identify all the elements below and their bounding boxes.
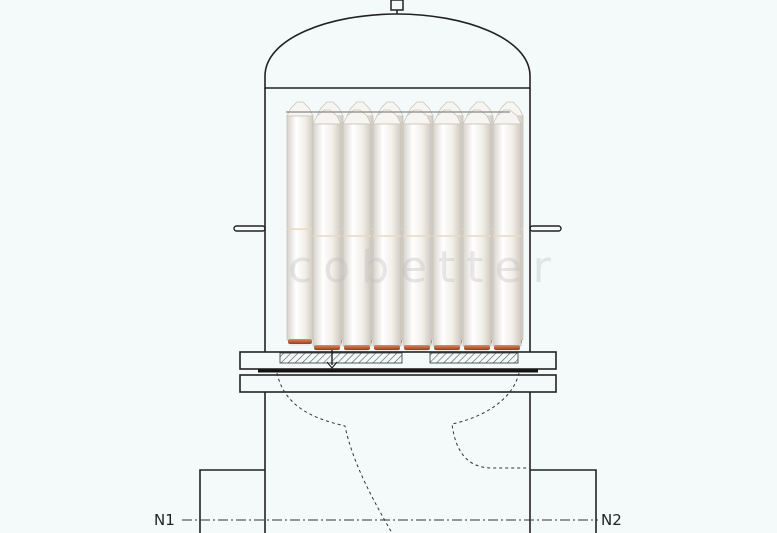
lifting-lug-left	[233, 225, 266, 232]
inlet-nozzle	[199, 469, 265, 533]
upper-shell	[264, 88, 531, 352]
filter-cartridge-front	[312, 109, 342, 352]
filter-cartridge-front	[342, 109, 372, 352]
dome-cover	[264, 13, 531, 89]
filter-cartridge-back	[286, 101, 314, 346]
lifting-lug-right	[529, 225, 562, 232]
tube-plate-flange	[239, 350, 557, 370]
watermark-text: cobetter	[288, 242, 562, 293]
inlet-label-n1: N1	[154, 511, 175, 529]
lower-shell	[264, 392, 531, 533]
bottom-flange	[239, 374, 557, 393]
cartridge-front-row	[312, 109, 522, 352]
filter-cartridge-front	[492, 109, 522, 352]
filter-cartridge-front	[462, 109, 492, 352]
vent-valve	[390, 0, 404, 14]
internal-flow-path	[276, 372, 530, 533]
filter-cartridge-front	[372, 109, 402, 352]
outlet-label-n2: N2	[601, 511, 622, 529]
filter-cartridge-front	[402, 109, 432, 352]
outlet-nozzle	[530, 469, 597, 533]
filter-cartridge-front	[432, 109, 462, 352]
